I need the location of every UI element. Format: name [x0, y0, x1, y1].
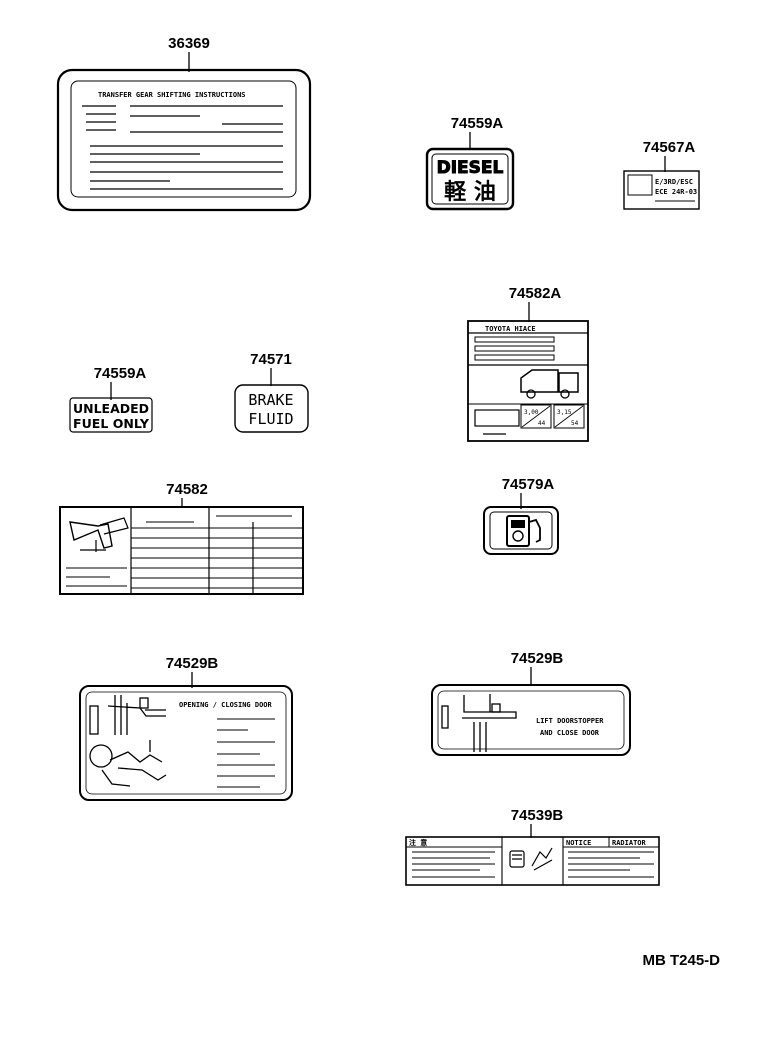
label-line-1: E/3RD/ESC	[655, 178, 693, 186]
label-line-2: FUEL ONLY	[73, 417, 149, 431]
part-74559A-diesel: 74559A DIESEL 軽 油	[425, 115, 515, 211]
part-number: 74571	[250, 351, 292, 368]
diagram-reference-code: MB T245-D	[642, 952, 720, 969]
part-number: 74582	[166, 481, 208, 498]
part-74529B-left: 74529B OPENING / CLOSING DOOR	[79, 655, 293, 801]
label-line-1: BRAKE	[248, 391, 293, 409]
part-74582: 74582	[59, 481, 304, 595]
label-kanji: 軽 油	[444, 179, 496, 205]
part-number: 74539B	[511, 807, 564, 824]
label-title: OPENING / CLOSING DOOR	[179, 701, 273, 709]
part-74571: 74571 BRAKE FLUID	[234, 351, 309, 433]
part-number: 74559A	[94, 365, 147, 382]
part-74582A: 74582A TOYOTA HIACE 3,00 44 3,15 54	[467, 285, 589, 442]
label-val-1: 3,00	[524, 409, 539, 416]
label-val-3: 3,15	[557, 409, 572, 416]
part-74559A-unleaded: 74559A UNLEADED FUEL ONLY	[69, 365, 153, 433]
label-line-2: AND CLOSE DOOR	[540, 729, 600, 737]
label-diesel: DIESEL	[437, 158, 504, 178]
part-number: 36369	[168, 35, 210, 52]
part-74567A: 74567A E/3RD/ESC ECE 24R-03	[623, 139, 700, 210]
label-line-1: UNLEADED	[73, 402, 149, 416]
part-number: 74559A	[451, 115, 504, 132]
label-line-2: ECE 24R-03	[655, 188, 697, 196]
part-number: 74567A	[643, 139, 696, 156]
label-val-2: 44	[538, 420, 546, 427]
part-number: 74529B	[511, 650, 564, 667]
label-title: TRANSFER GEAR SHIFTING INSTRUCTIONS	[98, 91, 246, 99]
label-radiator: RADIATOR	[612, 839, 647, 847]
label-notice: NOTICE	[566, 839, 591, 847]
part-74539B: 74539B 注 意 NOTICE RADIATOR	[405, 807, 660, 886]
part-number: 74529B	[166, 655, 219, 672]
label-val-4: 54	[571, 420, 579, 427]
part-number: 74579A	[502, 476, 555, 493]
label-line-1: LIFT DOORSTOPPER	[536, 717, 604, 725]
part-36369: 36369 TRANSFER GEAR SHIFTING INSTRUCTION…	[56, 35, 312, 212]
label-line-2: FLUID	[248, 410, 293, 428]
part-number: 74582A	[509, 285, 562, 302]
label-title: TOYOTA HIACE	[485, 325, 536, 333]
part-74579A: 74579A	[483, 476, 559, 555]
label-notice-jp: 注 意	[409, 838, 427, 847]
part-74529B-right: 74529B LIFT DOORSTOPPER AND CLOSE DOOR	[431, 650, 631, 756]
